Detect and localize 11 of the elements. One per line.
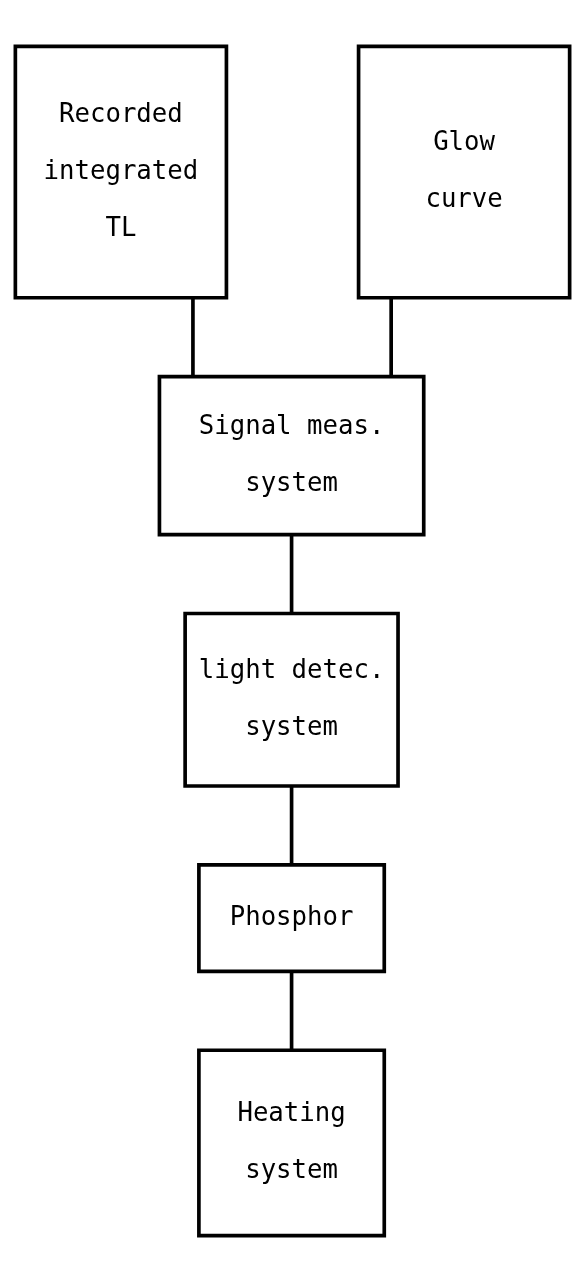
node-box: Phosphor (197, 862, 387, 973)
connector (389, 297, 393, 376)
connector (191, 297, 195, 376)
connector (289, 970, 294, 1050)
node-box: light detec. system (183, 611, 400, 788)
node-box: Glow curve (356, 44, 572, 300)
node-box: Signal meas. system (157, 374, 426, 536)
node-box: Heating system (197, 1047, 387, 1237)
connector (289, 534, 294, 613)
connector (289, 785, 294, 864)
node-box: Recorded integrated TL (13, 44, 229, 300)
